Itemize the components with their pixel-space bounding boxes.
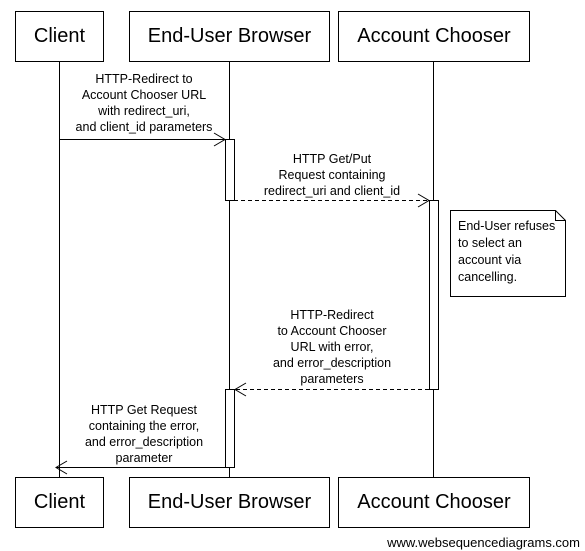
participant-browser-bottom: End-User Browser	[129, 477, 330, 528]
watermark: www.websequencediagrams.com	[387, 535, 580, 550]
arrowhead-1	[213, 132, 226, 147]
message-label-3: HTTP-Redirect to Account Chooser URL wit…	[272, 308, 392, 386]
message-label-2: HTTP Get/Put Request containing redirect…	[263, 152, 401, 198]
arrowhead-2	[417, 193, 430, 208]
message-label-1: HTTP-Redirect to Account Chooser URL wit…	[75, 72, 213, 134]
note-fold	[555, 210, 566, 221]
browser-activation-2	[225, 389, 235, 468]
participant-client-top: Client	[15, 11, 104, 62]
message-label-4: HTTP Get Request containing the error, a…	[84, 403, 204, 465]
browser-activation-1	[225, 139, 235, 201]
participant-chooser-top: Account Chooser	[338, 11, 530, 62]
participant-client-bottom: Client	[15, 477, 104, 528]
arrowhead-3	[234, 382, 247, 397]
arrowhead-4	[55, 460, 68, 475]
note-text: End-User refuses to select an account vi…	[458, 219, 556, 284]
participant-chooser-bottom: Account Chooser	[338, 477, 530, 528]
note: End-User refuses to select an account vi…	[450, 210, 565, 297]
note-shape	[450, 210, 566, 297]
chooser-activation	[429, 200, 439, 390]
participant-browser-top: End-User Browser	[129, 11, 330, 62]
